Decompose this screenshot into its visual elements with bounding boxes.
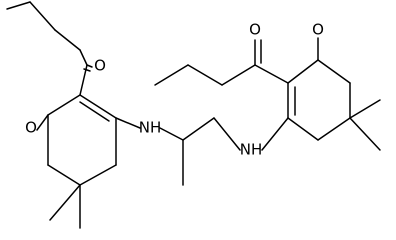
bond — [221, 64, 256, 86]
bond — [349, 117, 381, 151]
bond — [115, 117, 141, 129]
left-ring — [36, 94, 117, 186]
bond — [287, 117, 319, 141]
bond — [154, 64, 189, 86]
bond — [261, 117, 289, 151]
bond — [213, 117, 241, 151]
bond — [187, 64, 223, 86]
linker-chain — [115, 117, 289, 186]
bond — [36, 114, 49, 131]
atom-nh-right: NH — [240, 141, 263, 159]
bond — [47, 164, 81, 186]
bond — [317, 117, 351, 141]
bond — [6, 1, 31, 10]
bond — [287, 59, 319, 84]
bond — [47, 94, 81, 116]
atom-o-left-ring: O — [25, 119, 37, 137]
bond — [79, 64, 88, 96]
bond — [79, 101, 110, 122]
left-butyl-chain — [6, 1, 81, 51]
bond — [254, 64, 289, 84]
right-gem-dimethyl — [349, 99, 381, 151]
bond — [159, 127, 184, 141]
atom-o-right-butanoyl: O — [249, 21, 261, 39]
bond — [54, 29, 81, 51]
bond — [349, 99, 381, 119]
bond — [83, 68, 91, 72]
bond — [317, 59, 351, 84]
bond — [79, 49, 88, 66]
right-ring — [287, 37, 351, 141]
atom-o-left-butanoyl: O — [94, 57, 106, 75]
right-butyl-chain — [154, 64, 256, 86]
bond — [29, 1, 56, 31]
bond — [79, 94, 117, 119]
right-acyl-carbonyl — [254, 39, 289, 84]
bond — [86, 64, 93, 68]
bond — [182, 117, 215, 141]
left-gem-dimethyl — [49, 184, 81, 229]
bond — [49, 184, 81, 221]
left-acyl-carbonyl — [79, 49, 93, 96]
atom-nh-left: NH — [139, 119, 162, 137]
bond — [79, 164, 117, 186]
atom-o-right-ring: O — [312, 21, 324, 39]
